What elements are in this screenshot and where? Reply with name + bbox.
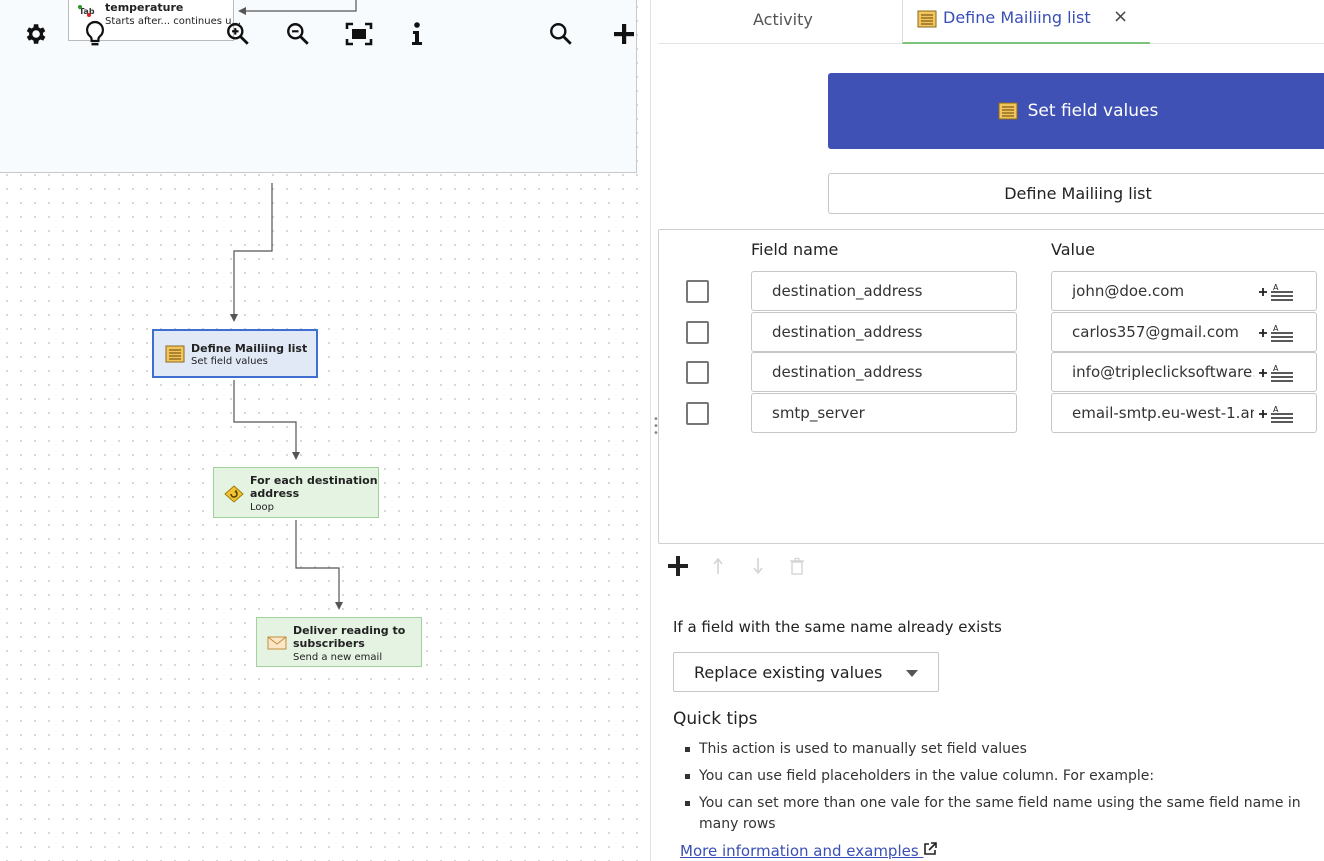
info-icon[interactable]: [400, 17, 434, 51]
quick-tips-list: This action is used to manually set fiel…: [685, 739, 1315, 841]
fields-table: Field name Value john@doe.com A carlos35…: [658, 229, 1324, 544]
insert-placeholder-button[interactable]: A: [1257, 402, 1297, 426]
row-checkbox[interactable]: [686, 280, 709, 303]
field-value-text: john@doe.com: [1072, 282, 1185, 300]
insert-placeholder-icon: A: [1259, 324, 1293, 342]
node-title: temperature: [105, 1, 184, 14]
external-link-icon: [924, 842, 938, 855]
table-row: info@tripleclicksoftware.com A: [659, 352, 1324, 392]
add-icon[interactable]: [607, 17, 641, 51]
more-info-link[interactable]: More information and examples: [680, 842, 938, 860]
node-title-line2: subscribers: [293, 637, 365, 650]
field-name-input[interactable]: [751, 271, 1017, 311]
zoom-in-icon[interactable]: [221, 17, 255, 51]
field-value-text: carlos357@gmail.com: [1072, 323, 1239, 341]
list-item: This action is used to manually set fiel…: [685, 739, 1315, 760]
column-header-field-name: Field name: [751, 240, 839, 259]
envelope-icon: [267, 636, 287, 650]
set-fields-icon: [998, 102, 1018, 120]
svg-text:A: A: [1273, 405, 1279, 414]
row-checkbox[interactable]: [686, 321, 709, 344]
action-name-input[interactable]: [828, 173, 1324, 214]
svg-text:A: A: [1273, 364, 1279, 373]
duplicate-field-label: If a field with the same name already ex…: [673, 618, 1002, 636]
quick-tips-heading: Quick tips: [673, 709, 758, 729]
workflow-canvas[interactable]: Tab temperature Starts after... continue…: [0, 0, 650, 861]
insert-placeholder-icon: A: [1259, 364, 1293, 382]
field-value-text: info@tripleclicksoftware.com: [1072, 363, 1254, 381]
add-row-icon[interactable]: [666, 553, 690, 579]
move-down-icon[interactable]: [746, 553, 770, 579]
insert-placeholder-button[interactable]: A: [1257, 280, 1297, 304]
insert-placeholder-button[interactable]: A: [1257, 361, 1297, 385]
node-subtitle: Starts after... continues u...: [105, 16, 242, 27]
node-title-line1: Deliver reading to: [293, 624, 406, 637]
field-name-input[interactable]: [751, 312, 1017, 352]
field-value-text: email-smtp.eu-west-1.amazonaws.com: [1072, 404, 1254, 422]
row-checkbox[interactable]: [686, 361, 709, 384]
field-name-input[interactable]: [751, 393, 1017, 433]
selected-option: Replace existing values: [694, 663, 883, 682]
move-up-icon[interactable]: [706, 553, 730, 579]
set-field-values-button[interactable]: Set field values: [828, 73, 1324, 149]
field-name-input[interactable]: [751, 352, 1017, 392]
set-fields-icon: [165, 345, 185, 363]
workflow-node-send-email[interactable]: Deliver reading to subscribers Send a ne…: [256, 617, 422, 667]
svg-text:A: A: [1273, 283, 1279, 292]
node-subtitle: Set field values: [191, 356, 268, 367]
table-row: john@doe.com A: [659, 271, 1324, 311]
settings-icon[interactable]: [18, 17, 52, 51]
set-fields-icon: [917, 10, 937, 28]
list-item: You can set more than one vale for the s…: [685, 793, 1315, 835]
chevron-down-icon: [906, 670, 918, 677]
field-value-input[interactable]: email-smtp.eu-west-1.amazonaws.com A: [1051, 393, 1317, 433]
insert-placeholder-icon: A: [1259, 405, 1293, 423]
properties-panel: Activity Define Mailiing list × Set fiel…: [658, 0, 1324, 861]
search-icon[interactable]: [544, 17, 578, 51]
node-title-line2: address: [250, 487, 300, 500]
loop-icon: [224, 485, 244, 503]
list-item: You can use field placeholders in the va…: [685, 766, 1315, 787]
field-value-input[interactable]: info@tripleclicksoftware.com A: [1051, 352, 1317, 392]
tab-activity[interactable]: Activity: [753, 10, 813, 29]
tab-define-mailing-list[interactable]: Define Mailiing list ×: [902, 0, 1150, 44]
delete-row-icon[interactable]: [785, 553, 809, 579]
node-title-line1: For each destination: [250, 474, 378, 487]
insert-placeholder-icon: A: [1259, 283, 1293, 301]
drag-handle-icon: •••: [653, 414, 659, 439]
link-text: More information and examples: [680, 842, 919, 860]
column-header-value: Value: [1051, 240, 1095, 259]
insert-placeholder-button[interactable]: A: [1257, 321, 1297, 345]
tab-bar: Activity Define Mailiing list ×: [658, 0, 1324, 44]
lightbulb-icon[interactable]: [78, 17, 112, 51]
row-checkbox[interactable]: [686, 402, 709, 425]
workflow-node-temperature[interactable]: Tab temperature Starts after... continue…: [68, 0, 241, 41]
tab-label: Define Mailiing list: [943, 8, 1091, 27]
button-label: Set field values: [1027, 101, 1159, 121]
field-value-input[interactable]: john@doe.com A: [1051, 271, 1317, 311]
field-value-input[interactable]: carlos357@gmail.com A: [1051, 312, 1317, 352]
table-row: email-smtp.eu-west-1.amazonaws.com A: [659, 393, 1324, 433]
panel-splitter[interactable]: •••: [650, 0, 659, 861]
node-subtitle: Send a new email: [293, 652, 383, 663]
node-subtitle: Loop: [250, 502, 274, 513]
workflow-connectors: [230, 183, 343, 610]
svg-text:A: A: [1273, 324, 1279, 333]
close-tab-icon[interactable]: ×: [1113, 6, 1129, 27]
connector-arrow: [238, 0, 357, 15]
duplicate-field-select[interactable]: Replace existing values: [673, 652, 939, 692]
workflow-node-loop[interactable]: For each destination address Loop: [213, 467, 379, 518]
table-row: carlos357@gmail.com A: [659, 312, 1324, 352]
node-title: Define Mailiing list: [191, 342, 308, 355]
fit-screen-icon[interactable]: [342, 17, 376, 51]
zoom-out-icon[interactable]: [281, 17, 315, 51]
tab-node-icon: Tab: [78, 5, 95, 17]
workflow-node-define-mailing-list[interactable]: Define Mailiing list Set field values: [152, 329, 318, 378]
